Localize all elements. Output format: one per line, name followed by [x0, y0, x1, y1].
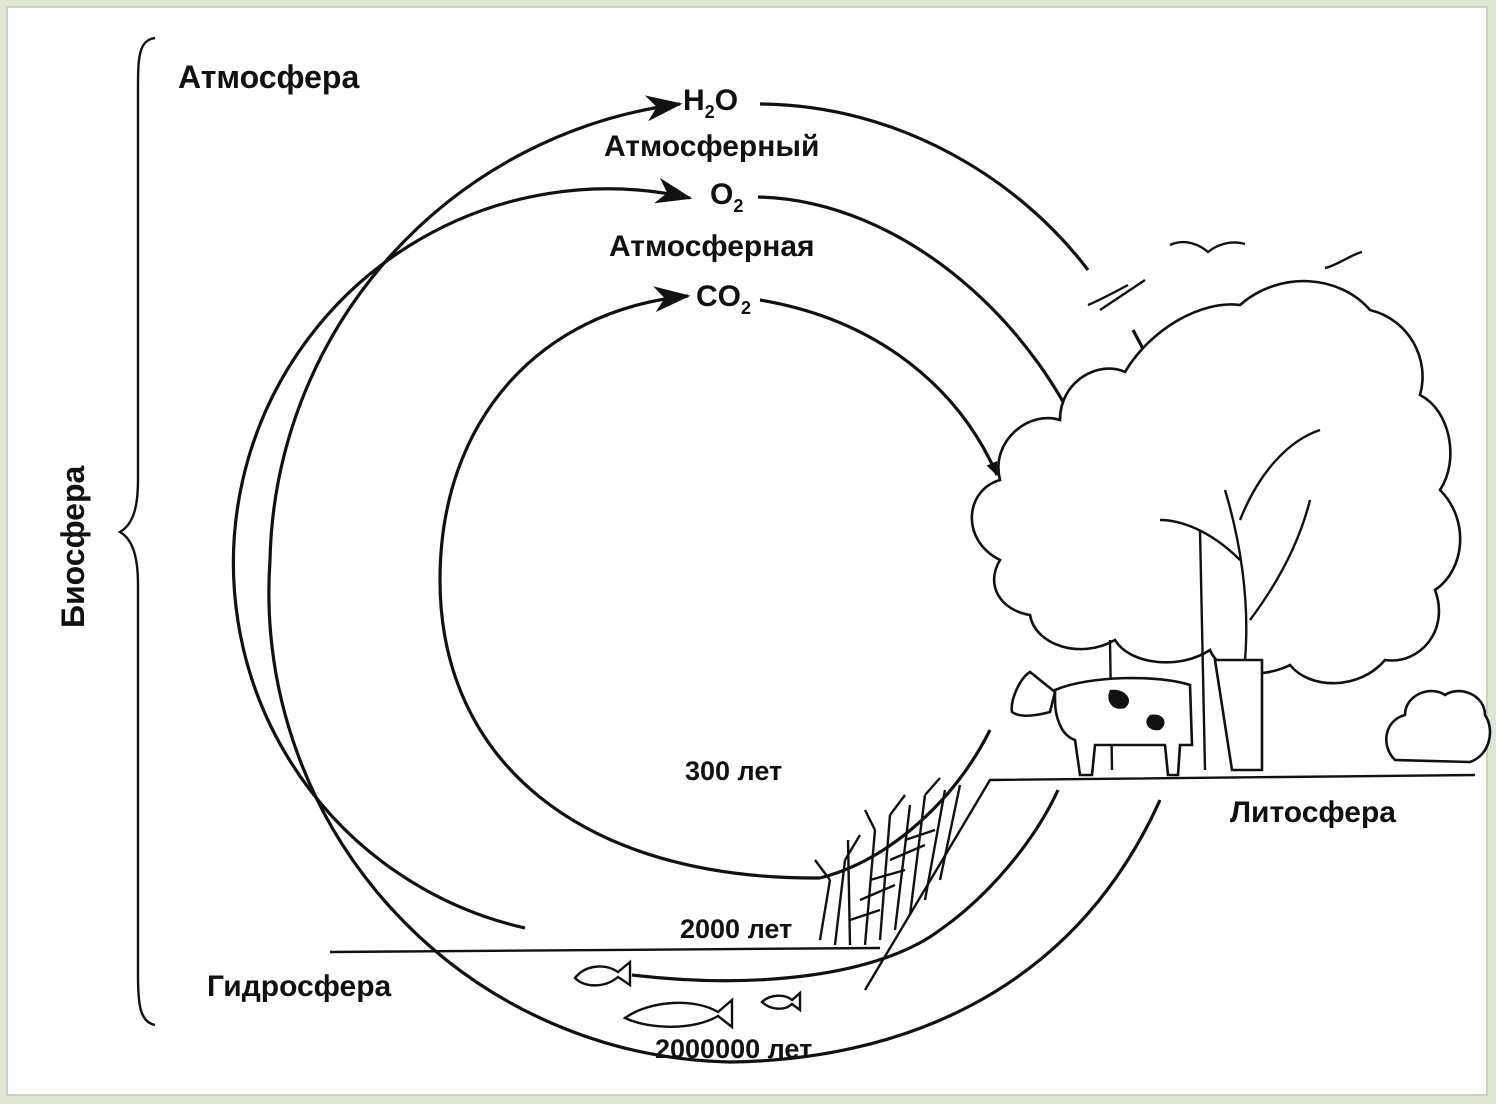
oxygen-cycle-ring-bottom [632, 790, 1058, 981]
water-caption: Атмосферный [604, 130, 819, 163]
water-cycle-ring-bottom [269, 560, 1160, 1062]
water-cycle-ring [270, 104, 680, 560]
oxygen-caption: Атмосферная [609, 230, 815, 263]
biosphere-brace [120, 38, 155, 1025]
water-formula: H2O [683, 84, 738, 122]
atmosphere-label: Атмосфера [178, 59, 359, 95]
oxygen-formula: O2 [710, 178, 743, 216]
bush-icon [1386, 691, 1490, 762]
fish-icon [575, 962, 800, 1027]
carbon-formula: CO2 [696, 280, 751, 318]
period-2000-label: 2000 лет [680, 914, 792, 944]
water-surface-line [330, 948, 880, 952]
hydrosphere-label: Гидросфера [207, 970, 392, 1003]
biosphere-label: Биосфера [55, 465, 91, 628]
period-2000000-label: 2000000 лет [655, 1034, 812, 1064]
carbon-cycle-ring [440, 296, 820, 878]
carbon-cycle-ring-right [760, 300, 997, 475]
period-300-label: 300 лет [685, 756, 782, 786]
oxygen-cycle-ring [233, 189, 690, 928]
cow-icon [1012, 672, 1192, 775]
lithosphere-label: Литосфера [1230, 796, 1396, 829]
